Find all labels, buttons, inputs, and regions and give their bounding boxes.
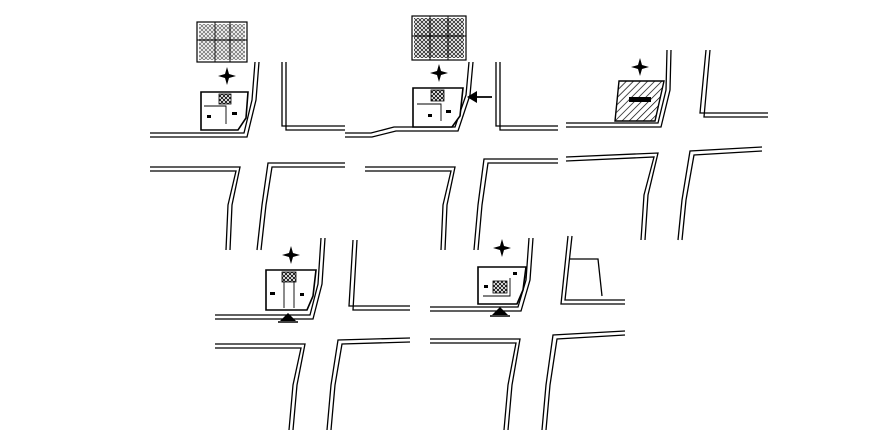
entrance-triangle-icon	[490, 307, 510, 317]
floor-plan-thumbnail	[411, 15, 467, 61]
road-network	[565, 49, 768, 241]
road-network	[345, 61, 558, 251]
road-network	[215, 237, 411, 431]
panel-5	[430, 237, 626, 431]
entrance-triangle-icon	[278, 313, 298, 323]
panel-1	[150, 21, 345, 251]
site-plot	[477, 266, 527, 305]
pointer-arrow-icon	[467, 91, 492, 103]
panel-6	[560, 235, 625, 305]
north-arrow-icon	[218, 67, 236, 85]
panel-4	[215, 237, 411, 431]
panel-3	[565, 49, 768, 241]
site-plot	[412, 87, 464, 128]
north-arrow-icon	[430, 64, 448, 82]
floor-plan-thumbnail	[196, 21, 248, 63]
north-arrow-icon	[631, 58, 649, 76]
building-footprint	[629, 97, 651, 102]
site-plot	[265, 269, 317, 311]
road-network	[430, 237, 626, 431]
north-arrow-icon	[282, 246, 300, 264]
panel-2	[345, 15, 558, 251]
site-plot	[200, 91, 249, 131]
north-arrow-icon	[493, 239, 511, 257]
road-network	[150, 61, 345, 251]
plot-boundary	[569, 258, 603, 297]
road-network	[560, 235, 625, 305]
